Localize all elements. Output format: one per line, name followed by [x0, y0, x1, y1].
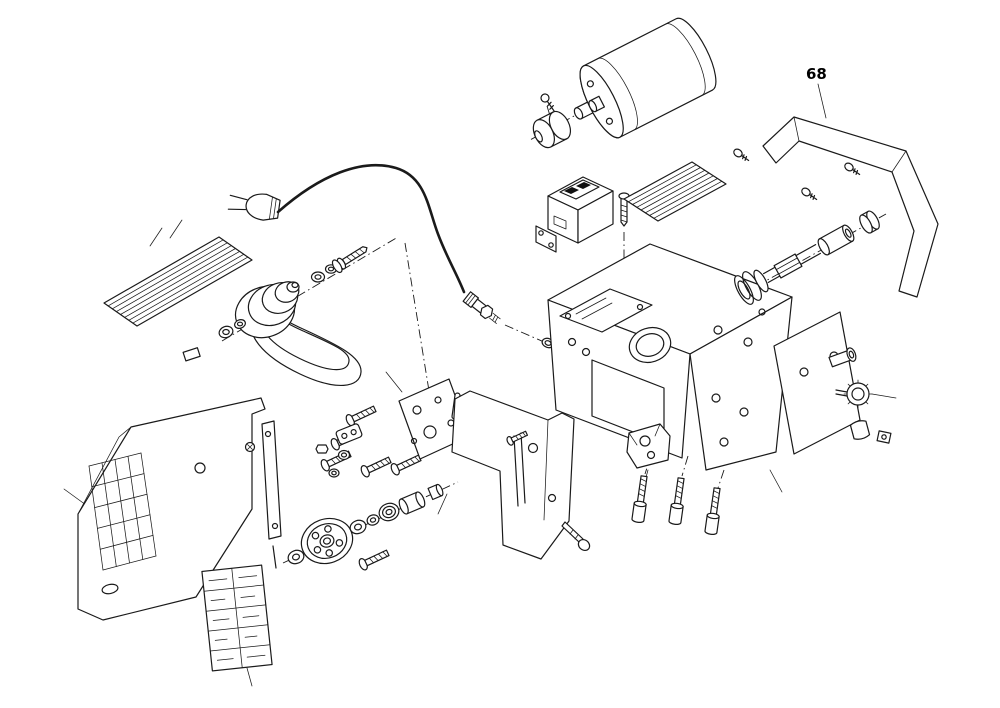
pulley-washers: [218, 264, 338, 339]
cap-knob: [849, 420, 871, 440]
cover-screw-1: [733, 148, 750, 162]
motor-mount-bracket: [626, 423, 671, 469]
cover-screw-3: [844, 162, 861, 176]
leader-lines: [63, 219, 897, 687]
callout-68: 68: [806, 65, 827, 83]
belt-cover-panel: [762, 116, 939, 298]
electric-motor: [573, 17, 717, 139]
switch-bracket: [535, 225, 557, 253]
cover-screw-2: [801, 187, 818, 201]
vent-label-left: [103, 236, 253, 327]
vent-label-right: [623, 161, 727, 222]
idler-pulley-group: [287, 483, 444, 571]
square-nut: [876, 430, 892, 444]
power-cable: [276, 163, 466, 294]
cable-gland: [462, 291, 501, 324]
pulley-key: [182, 347, 201, 362]
strip-screw: [244, 441, 256, 453]
thumb-knob: [835, 379, 873, 409]
hinge-strip: [261, 420, 282, 540]
callout-68-leader: [817, 83, 827, 119]
fastener-cluster: [315, 405, 422, 478]
power-plug: [227, 193, 281, 221]
stand-cover: [77, 397, 266, 621]
base-bolts: [631, 475, 721, 535]
guard-bracket: [451, 390, 591, 560]
motor-pulley: [234, 281, 300, 339]
spec-label: [201, 564, 273, 672]
socket-bolt: [828, 347, 857, 368]
power-switch: [547, 176, 614, 244]
spindle-assembly: [734, 210, 880, 305]
capacitor: [532, 110, 572, 149]
side-plate: [773, 311, 861, 455]
pulley-screw: [331, 246, 368, 274]
motor-screw: [540, 93, 555, 112]
strip-pin: [272, 545, 277, 569]
